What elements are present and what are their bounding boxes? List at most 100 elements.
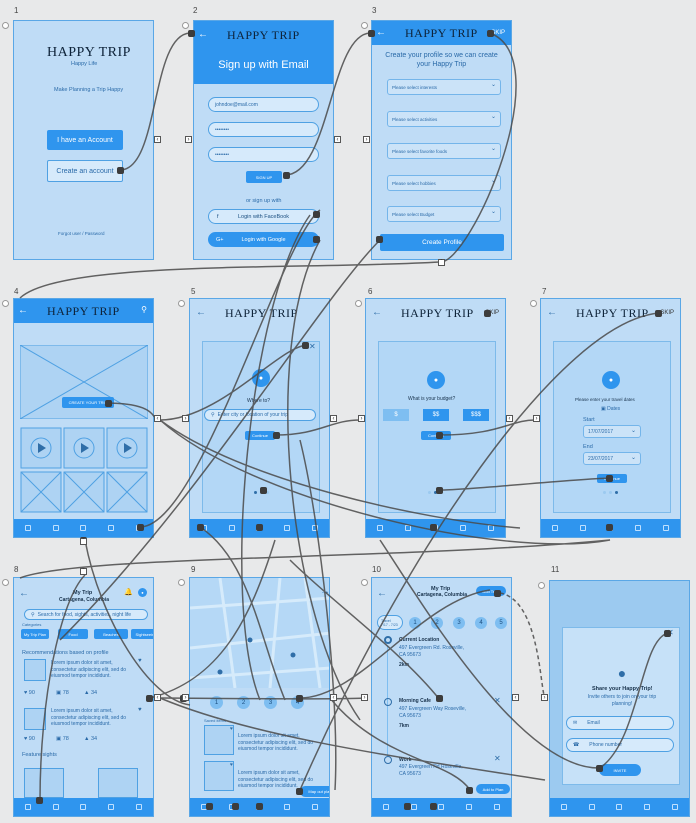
budget-low-option[interactable]: $ — [383, 409, 409, 421]
link-handle[interactable] — [430, 524, 437, 531]
profile-tab-icon[interactable] — [588, 804, 595, 810]
prev-artboard-arrow[interactable]: ‹ — [154, 415, 161, 422]
link-handle[interactable] — [197, 524, 204, 531]
avatar[interactable]: ● — [138, 588, 147, 597]
next-artboard-arrow[interactable]: › — [182, 415, 189, 422]
day-4[interactable]: 4 — [475, 617, 487, 629]
link-handle[interactable] — [376, 236, 383, 243]
profile-tab-icon[interactable] — [410, 804, 417, 810]
search-input[interactable]: ⚲Search for food, sights, activities, ni… — [24, 609, 148, 620]
link-handle[interactable] — [404, 803, 411, 810]
link-handle[interactable] — [137, 524, 144, 531]
settings-tab-icon[interactable] — [488, 525, 495, 531]
add-trips-button[interactable]: Add Trips — [476, 586, 506, 596]
day-5[interactable]: 5 — [495, 617, 507, 629]
start-date-field[interactable]: 17/07/2017 — [583, 425, 641, 438]
password-field[interactable]: •••••••• — [208, 122, 319, 137]
link-handle[interactable] — [36, 797, 43, 804]
trips-tab-icon[interactable] — [635, 525, 642, 531]
link-handle[interactable] — [430, 803, 437, 810]
invite-button[interactable]: INVITE — [599, 764, 641, 776]
email-field[interactable]: ✉Email — [566, 716, 674, 730]
profile-tab-icon[interactable] — [579, 525, 586, 531]
back-arrow-icon[interactable]: ← — [372, 307, 382, 318]
link-handle[interactable] — [232, 803, 239, 810]
trips-tab-icon[interactable] — [466, 804, 473, 810]
budget-mid-option[interactable]: $$ — [423, 409, 449, 421]
back-arrow-icon[interactable]: ← — [19, 588, 29, 599]
back-arrow-icon[interactable]: ← — [198, 29, 208, 40]
create-profile-button[interactable]: Create Profile — [380, 234, 504, 251]
remove-stop-icon[interactable]: ✕ — [494, 754, 501, 763]
settings-tab-icon[interactable] — [494, 804, 501, 810]
google-login-button[interactable]: G+Login with Google — [208, 232, 319, 247]
day-2[interactable]: 2 — [431, 617, 443, 629]
heart-icon[interactable]: ♥ — [138, 707, 142, 713]
remove-stop-icon[interactable]: ✕ — [494, 696, 501, 705]
bell-icon[interactable]: 🔔 — [124, 589, 133, 596]
back-arrow-icon[interactable]: ← — [377, 588, 387, 599]
settings-tab-icon[interactable] — [312, 804, 319, 810]
skip-link[interactable]: SKIP — [660, 310, 674, 316]
next-artboard-arrow[interactable]: › — [541, 694, 548, 701]
back-arrow-icon[interactable]: ← — [547, 307, 557, 318]
prev-artboard-arrow[interactable]: ‹ — [154, 136, 161, 143]
link-handle[interactable] — [484, 310, 491, 317]
chip-beaches[interactable]: Beaches — [94, 629, 128, 639]
link-handle[interactable] — [296, 788, 303, 795]
signup-button[interactable]: SIGN UP — [246, 171, 282, 183]
prev-artboard-arrow[interactable]: ‹ — [154, 694, 161, 701]
heart-icon[interactable]: ♥ — [138, 658, 142, 664]
down-artboard-arrow[interactable]: ˇ — [438, 259, 445, 266]
next-artboard-arrow[interactable]: › — [358, 415, 365, 422]
settings-tab-icon[interactable] — [663, 525, 670, 531]
have-account-button[interactable]: I have an Account — [47, 130, 123, 150]
link-handle[interactable] — [466, 787, 473, 794]
feature-thumb[interactable] — [24, 768, 64, 798]
create-account-button[interactable]: Create an account — [47, 160, 123, 182]
up-artboard-arrow[interactable]: ˆ — [80, 568, 87, 575]
map-tab-icon[interactable] — [80, 804, 87, 810]
forgot-link[interactable]: Forgot user / Password — [58, 231, 105, 236]
link-handle[interactable] — [368, 30, 375, 37]
phone-field[interactable]: ☎Phone number — [566, 738, 674, 752]
profile-tab-icon[interactable] — [52, 525, 59, 531]
profile-tab-icon[interactable] — [228, 525, 235, 531]
next-artboard-arrow[interactable]: › — [533, 415, 540, 422]
link-handle[interactable] — [188, 30, 195, 37]
prev-artboard-arrow[interactable]: ‹ — [512, 694, 519, 701]
link-handle[interactable] — [117, 167, 124, 174]
trips-tab-icon[interactable] — [108, 525, 115, 531]
prev-artboard-arrow[interactable]: ‹ — [330, 415, 337, 422]
trips-tab-icon[interactable] — [644, 804, 651, 810]
link-handle[interactable] — [487, 30, 494, 37]
prev-artboard-arrow[interactable]: ‹ — [330, 694, 337, 701]
trips-tab-icon[interactable] — [284, 804, 291, 810]
link-handle[interactable] — [436, 487, 443, 494]
prev-artboard-arrow[interactable]: ‹ — [334, 136, 341, 143]
chip-trip-plan[interactable]: My Trip Plan — [21, 629, 49, 639]
close-icon[interactable]: ✕ — [309, 342, 316, 351]
link-handle[interactable] — [260, 487, 267, 494]
next-artboard-arrow[interactable]: › — [185, 136, 192, 143]
profile-tab-icon[interactable] — [404, 525, 411, 531]
home-tab-icon[interactable] — [382, 804, 389, 810]
home-tab-icon[interactable] — [551, 525, 558, 531]
activities-select[interactable]: Please select activities — [387, 111, 501, 127]
home-tab-icon[interactable] — [24, 525, 31, 531]
end-date-field[interactable]: 23/07/2017 — [583, 452, 641, 465]
email-field[interactable]: johndoe@mail.com — [208, 97, 319, 112]
heart-icon[interactable]: ♥ — [230, 762, 233, 768]
prev-artboard-arrow[interactable]: ‹ — [506, 415, 513, 422]
link-handle[interactable] — [146, 695, 153, 702]
next-artboard-arrow[interactable]: › — [363, 136, 370, 143]
settings-tab-icon[interactable] — [672, 804, 679, 810]
trips-tab-icon[interactable] — [108, 804, 115, 810]
link-handle[interactable] — [436, 432, 443, 439]
link-handle[interactable] — [313, 211, 320, 218]
home-tab-icon[interactable] — [560, 804, 567, 810]
home-tab-icon[interactable] — [376, 525, 383, 531]
link-handle[interactable] — [655, 310, 662, 317]
heart-icon[interactable]: ♥ — [230, 726, 233, 732]
link-handle[interactable] — [313, 236, 320, 243]
